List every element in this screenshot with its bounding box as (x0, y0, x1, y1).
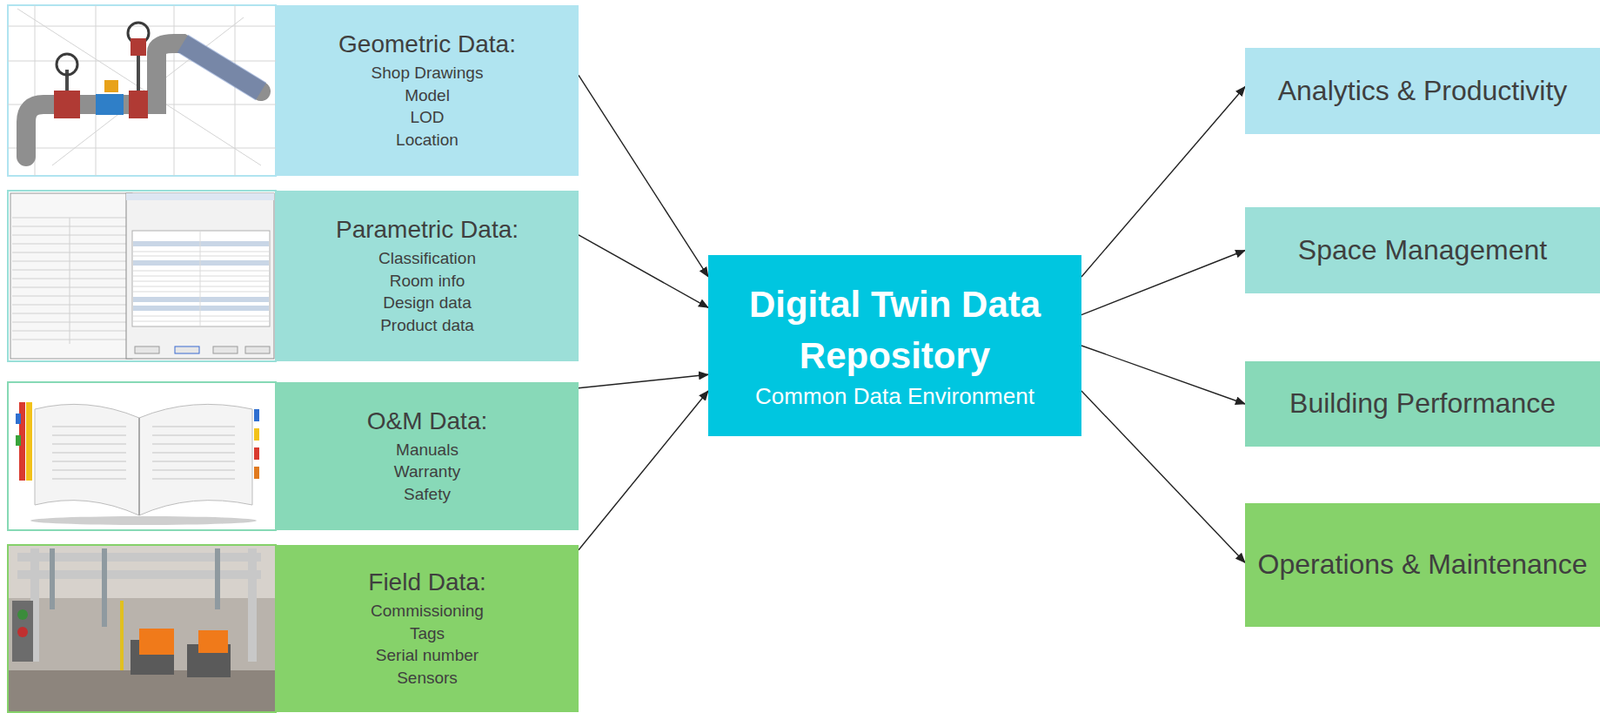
list-item: Shop Drawings (371, 61, 484, 85)
properties-dialog-image (7, 190, 276, 362)
arrow-connector (1081, 87, 1246, 277)
repository-subtitle: Common Data Environment (755, 381, 1035, 412)
list-item: Warranty (394, 460, 461, 483)
list-item: Serial number (375, 643, 479, 667)
list-item: Sensors (396, 666, 458, 690)
data-source-box: O&M Data:ManualsWarrantySafety (275, 381, 579, 530)
binder-image (7, 381, 276, 530)
mechanical-room-image (7, 544, 276, 712)
list-item: Manuals (395, 438, 459, 462)
data-source-box: Field Data:CommissioningTagsSerial numbe… (275, 544, 579, 712)
section-heading: Parametric Data: (335, 214, 519, 245)
use-case-box: Building Performance (1245, 361, 1600, 447)
arrow-connector (1081, 390, 1246, 563)
repository-box: Digital Twin Data RepositoryCommon Data … (708, 254, 1082, 436)
list-item: Model (404, 84, 450, 108)
arrow-connector (578, 234, 709, 308)
list-item: Design data (382, 291, 471, 315)
list-item: Room info (389, 269, 466, 293)
box-label: Analytics & Productivity (1278, 72, 1568, 110)
list-item: Product data (380, 314, 475, 337)
pipe-model-image (7, 5, 276, 176)
box-label: Space Management (1298, 231, 1547, 269)
use-case-box: Space Management (1245, 207, 1600, 294)
use-case-box: Analytics & Productivity (1245, 47, 1600, 134)
list-item: Location (395, 128, 459, 152)
data-source-box: Parametric Data:ClassificationRoom infoD… (275, 190, 579, 362)
list-item: Tags (409, 622, 445, 645)
list-item: Classification (378, 247, 476, 270)
repository-title: Digital Twin Data Repository (720, 279, 1070, 382)
arrow-connector (1081, 250, 1246, 315)
section-heading: Field Data: (368, 567, 486, 597)
box-label: Building Performance (1289, 384, 1556, 422)
list-item: Safety (403, 482, 451, 506)
section-heading: O&M Data: (367, 406, 488, 436)
list-item: LOD (409, 106, 444, 129)
list-item: Commissioning (370, 599, 484, 623)
use-case-box: Operations & Maintenance (1245, 502, 1600, 627)
data-source-box: Geometric Data:Shop DrawingsModelLODLoca… (275, 5, 579, 176)
section-heading: Geometric Data: (338, 29, 516, 60)
arrow-connector (1081, 345, 1246, 404)
box-label: Operations & Maintenance (1258, 545, 1588, 583)
arrow-connector (578, 390, 709, 550)
arrow-connector (578, 374, 709, 389)
